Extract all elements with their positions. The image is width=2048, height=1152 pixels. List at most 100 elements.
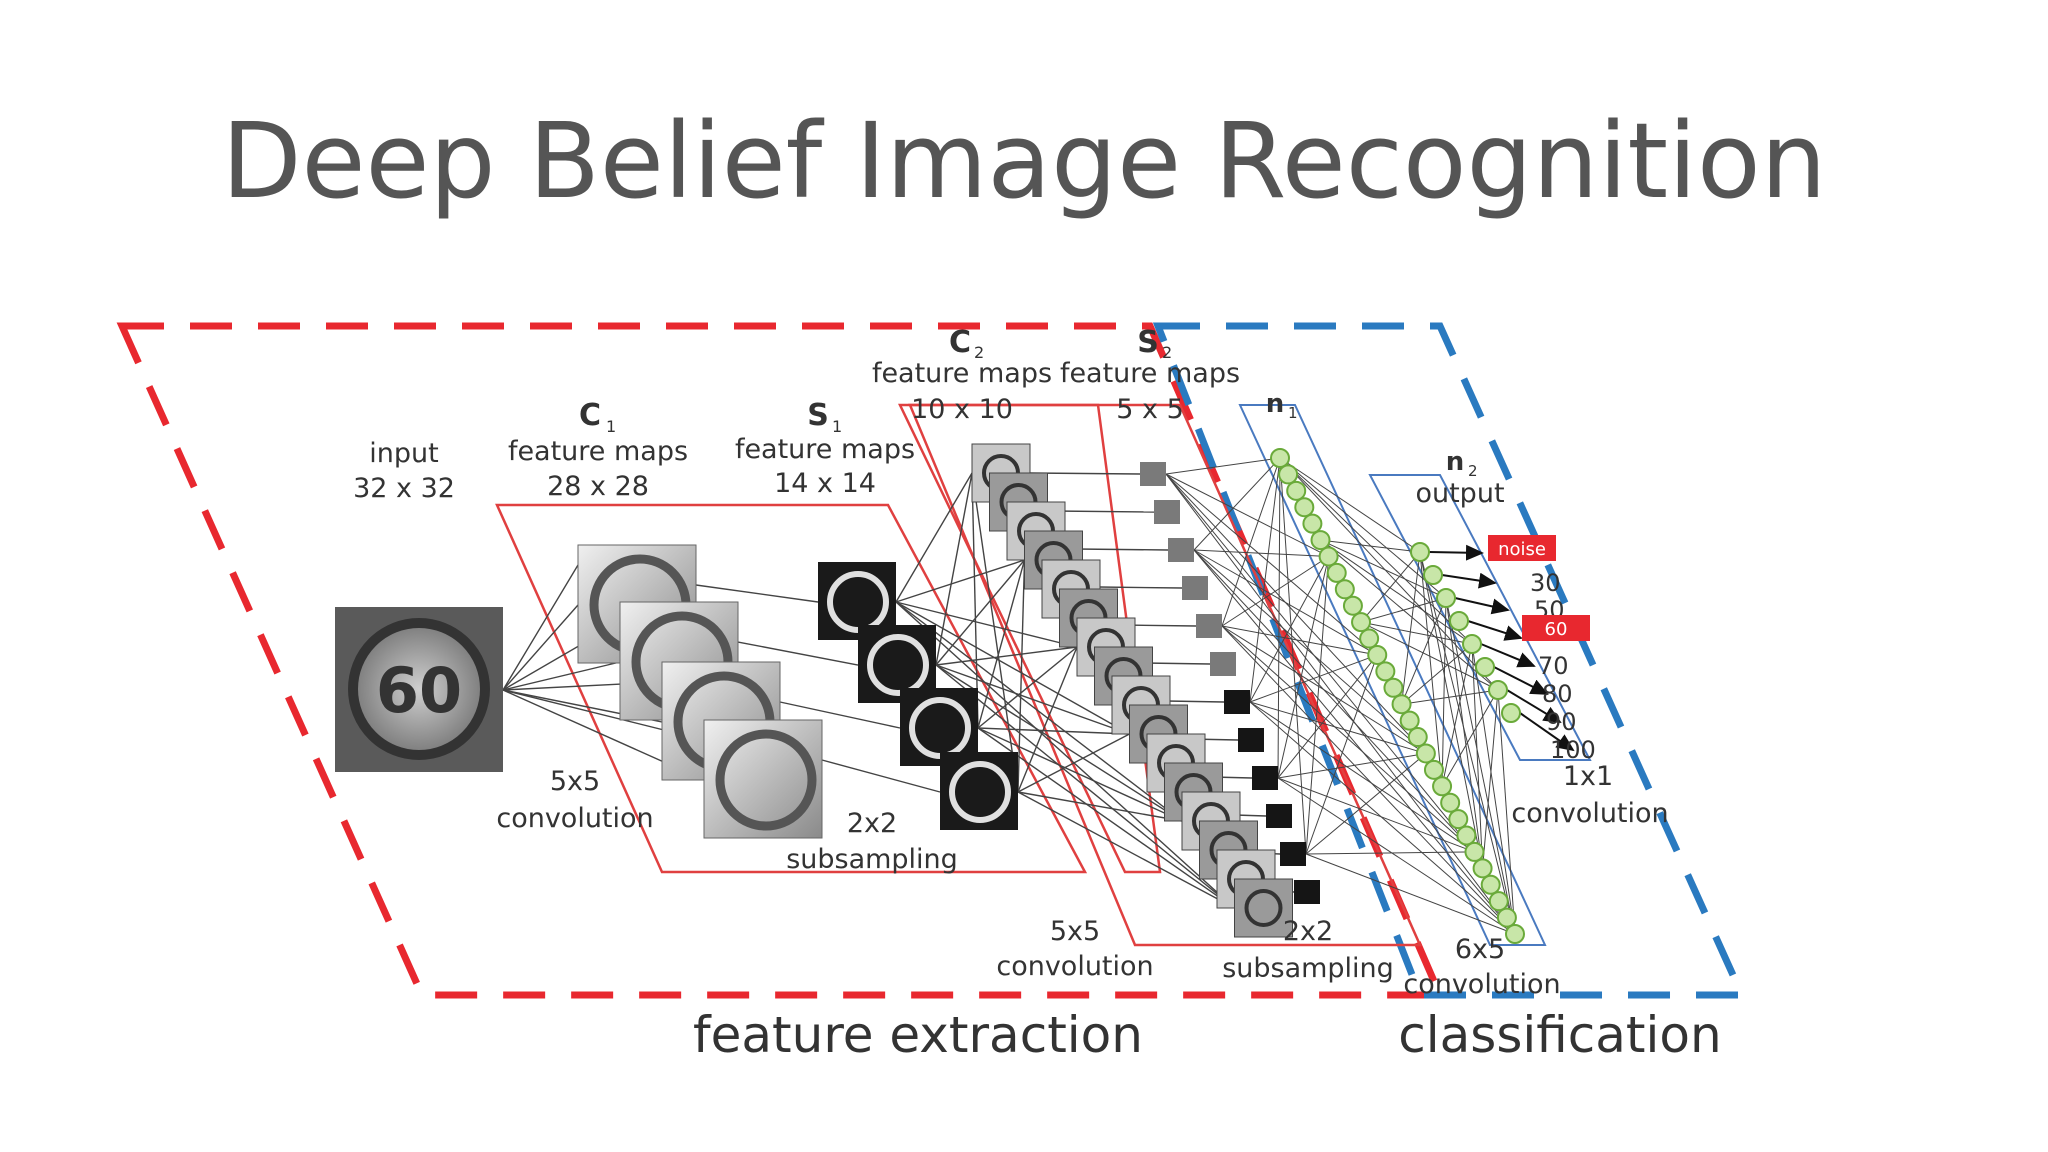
connection-line xyxy=(977,727,1183,822)
s2-feature-map xyxy=(1196,614,1222,638)
n1-neuron xyxy=(1326,562,1347,583)
output-arrow xyxy=(1441,572,1497,589)
n2-neuron xyxy=(1501,703,1521,723)
connection-line xyxy=(1305,753,1427,855)
n1-sub: 1 xyxy=(1288,404,1298,422)
sub2-size: 2x2 xyxy=(1283,916,1333,947)
connection-line xyxy=(1401,551,1421,705)
connection-line xyxy=(1221,625,1516,935)
c2-map-ring xyxy=(1244,889,1283,927)
connection-line xyxy=(1221,625,1427,754)
n1-neuron xyxy=(1391,694,1412,715)
conv1-size: 5x5 xyxy=(550,766,600,797)
s2-feature-map xyxy=(1252,766,1278,790)
connection-line xyxy=(1320,539,1473,645)
connection-line xyxy=(1279,457,1421,553)
n1-neuron xyxy=(1488,891,1509,912)
connection-line xyxy=(1277,654,1378,779)
s2-feature-map xyxy=(1140,462,1166,486)
conv3-label: convolution xyxy=(1403,969,1560,1000)
s2-feature-map xyxy=(1154,500,1180,524)
n1-neuron xyxy=(1367,644,1388,665)
n1-neuron xyxy=(1456,825,1477,846)
connection-line xyxy=(1249,654,1378,703)
connection-line xyxy=(779,701,901,729)
connection-line xyxy=(971,472,1019,793)
n1-neuron xyxy=(1359,628,1380,649)
s1-label: feature maps xyxy=(735,434,915,465)
n1-neuron xyxy=(1448,809,1469,830)
c2-sub: 2 xyxy=(974,343,984,362)
sub1-label: subsampling xyxy=(786,844,958,875)
connection-line xyxy=(1471,643,1516,935)
connection-line xyxy=(895,601,1235,909)
connection-line xyxy=(1193,457,1281,551)
c2-map-frame xyxy=(1234,878,1293,938)
s2-feature-map xyxy=(1266,804,1292,828)
connection-line xyxy=(1419,551,1484,869)
connection-line xyxy=(1166,700,1225,703)
connection-line xyxy=(1193,549,1378,656)
s2-feature-map xyxy=(1210,652,1236,676)
connection-line xyxy=(1305,853,1516,935)
output-box-label: 60 xyxy=(1545,619,1568,640)
n1-neuron xyxy=(1423,759,1444,780)
connection-line xyxy=(1305,556,1330,855)
connection-line xyxy=(1221,457,1281,627)
connection-line xyxy=(1052,510,1155,513)
s1-name: S xyxy=(807,398,829,433)
c2-feature-maps xyxy=(971,443,1293,938)
output-label-30: 30 xyxy=(1530,569,1561,597)
n2-neuron xyxy=(1410,542,1430,562)
output-box-1: 60 xyxy=(1522,615,1590,641)
connection-line xyxy=(977,559,1026,729)
feature-extraction-border xyxy=(116,322,1446,999)
n1-neuron xyxy=(1415,743,1436,764)
connection-line xyxy=(1401,643,1473,705)
connection-line xyxy=(1441,597,1447,787)
connection-line xyxy=(1279,457,1307,855)
connection-line xyxy=(1360,551,1421,623)
connection-lines xyxy=(502,457,1575,935)
c2-label: feature maps xyxy=(872,358,1052,389)
connection-line xyxy=(1098,586,1183,589)
conv2-label: convolution xyxy=(996,951,1153,982)
connection-line xyxy=(895,601,1130,735)
conv4-size: 1x1 xyxy=(1563,761,1613,792)
s1-size: 14 x 14 xyxy=(774,468,876,499)
output-arrow xyxy=(1480,643,1536,668)
connection-line xyxy=(1221,625,1378,656)
connection-line xyxy=(895,601,1078,648)
n1-neuron xyxy=(1464,841,1485,862)
n1-neuron xyxy=(1286,480,1307,501)
connection-line xyxy=(502,604,579,691)
connection-line xyxy=(737,641,859,666)
connection-line xyxy=(977,727,1130,735)
c1-feature-maps xyxy=(577,544,823,839)
classification-label: classification xyxy=(1398,1006,1721,1064)
s1-map-ring xyxy=(867,634,929,696)
connection-line xyxy=(1320,539,1447,599)
connection-line xyxy=(1401,689,1499,705)
n2-neuron xyxy=(1475,657,1495,677)
s2-sub: 2 xyxy=(1162,343,1172,362)
connection-line xyxy=(1165,473,1378,656)
s2-label: feature maps xyxy=(1060,358,1240,389)
s1-feature-maps xyxy=(818,562,1018,830)
slide-title: Deep Belief Image Recognition xyxy=(221,100,1827,222)
connection-line xyxy=(1143,662,1211,665)
s1-feature-map xyxy=(940,752,1018,830)
c2-name: C xyxy=(949,325,971,360)
s2-feature-map xyxy=(1280,842,1306,866)
connection-line xyxy=(821,759,941,793)
c1-map-ring xyxy=(715,729,817,831)
connection-line xyxy=(1279,457,1447,599)
connection-line xyxy=(1165,473,1329,557)
s2-feature-map xyxy=(1182,576,1208,600)
s1-sub: 1 xyxy=(832,417,842,436)
output-label-90: 90 xyxy=(1546,708,1577,736)
connection-line xyxy=(1277,777,1516,935)
connection-line xyxy=(1249,701,1516,935)
